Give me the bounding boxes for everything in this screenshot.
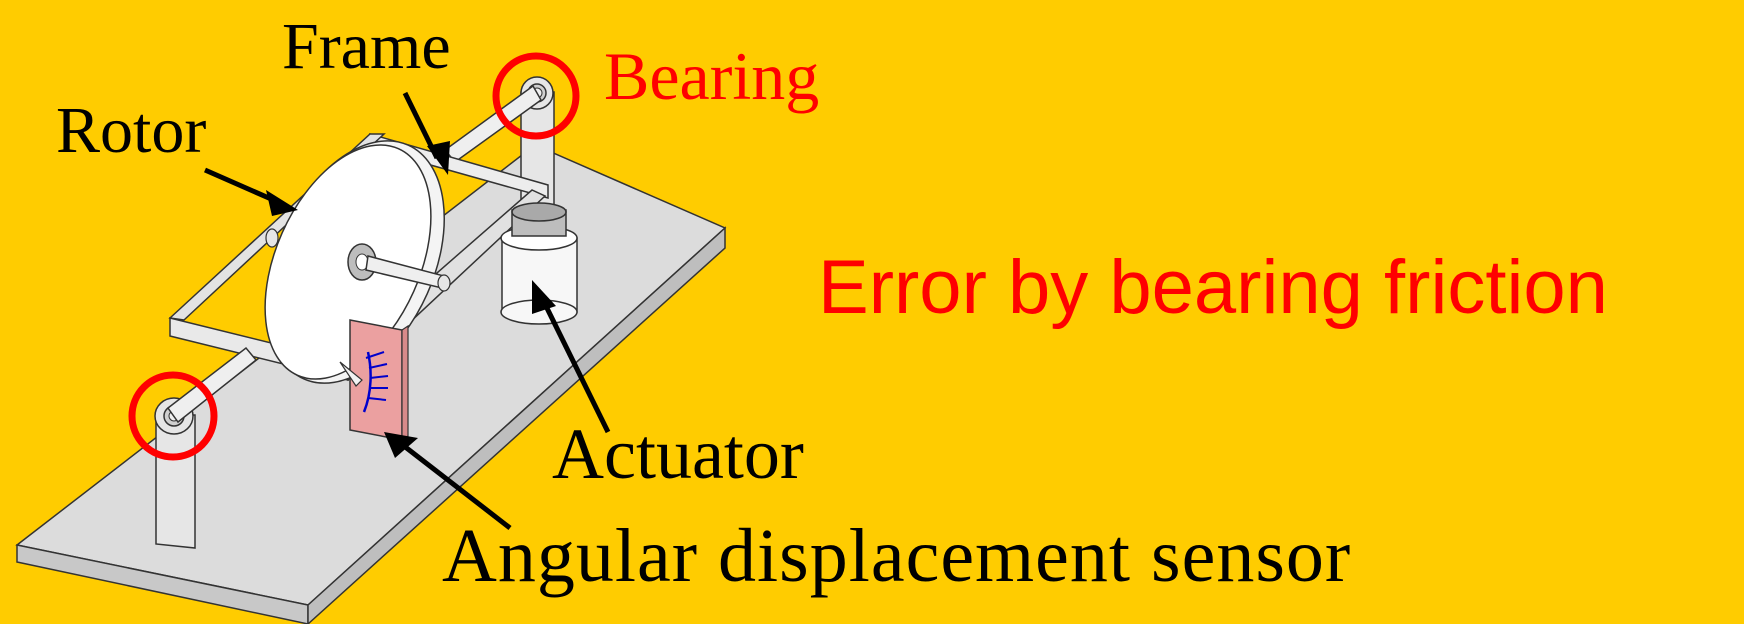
error-caption: Error by bearing friction (818, 245, 1608, 330)
actuator-label: Actuator (552, 414, 804, 494)
front-bearing-post (154, 397, 196, 549)
front-bearing-highlight-circle (128, 371, 218, 461)
rotor-arrow (203, 167, 298, 216)
angular-displacement-sensor (339, 319, 409, 442)
actuator-arrow (532, 280, 611, 434)
rear-bearing-highlight-circle (492, 52, 580, 140)
sensor-label: Angular displacement sensor (442, 514, 1352, 598)
actuator (500, 202, 578, 325)
bearing-label: Bearing (604, 38, 820, 114)
frame-label: Frame (282, 10, 451, 83)
sensor-arrow (384, 432, 512, 530)
rotor-disc (264, 140, 451, 384)
rotor-label: Rotor (56, 94, 207, 167)
front-shaft (166, 346, 258, 424)
frame-arrow (402, 91, 450, 175)
